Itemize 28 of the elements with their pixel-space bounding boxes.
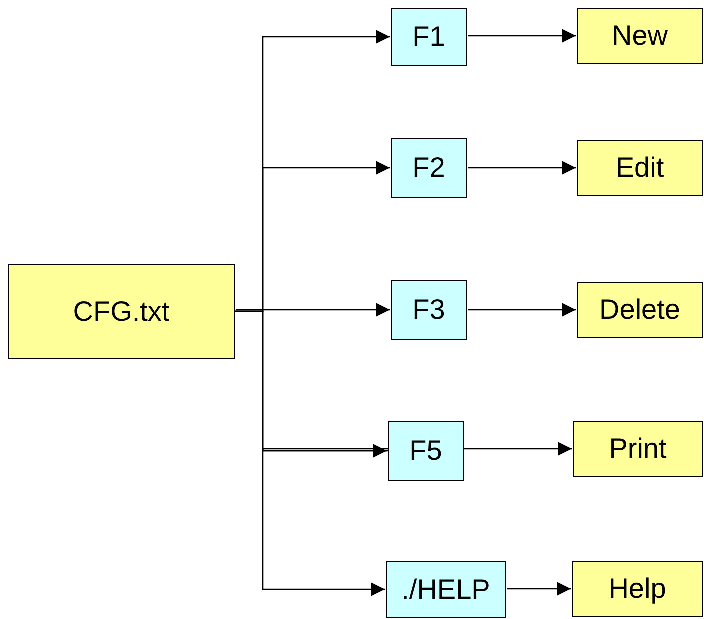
key-box: [391, 280, 467, 340]
box-label: CFG.txt: [73, 294, 170, 328]
box-label: Print: [609, 432, 667, 466]
action-box: [573, 421, 703, 477]
action-box: [577, 8, 703, 64]
box-label: F2: [412, 151, 446, 185]
box-label: F1: [412, 20, 446, 54]
arrow: [235, 310, 385, 596]
key-box: [391, 8, 467, 66]
action-box: [577, 282, 703, 338]
action-box: [572, 561, 703, 617]
key-box: [388, 421, 464, 481]
key-box: [391, 138, 467, 198]
arrow: [468, 29, 576, 43]
box-label: New: [612, 19, 668, 53]
arrow: [507, 582, 571, 596]
box-label: ./HELP: [402, 572, 490, 606]
key-box: [386, 561, 506, 618]
arrow: [468, 303, 576, 317]
box-label: Edit: [616, 151, 664, 185]
arrow: [236, 303, 390, 317]
file-box: [8, 264, 235, 359]
box-label: Help: [608, 572, 666, 606]
arrow: [468, 161, 576, 175]
box-label: Delete: [600, 293, 680, 327]
box-label: F3: [412, 293, 446, 327]
action-box: [577, 140, 703, 196]
box-label: F5: [410, 434, 442, 468]
